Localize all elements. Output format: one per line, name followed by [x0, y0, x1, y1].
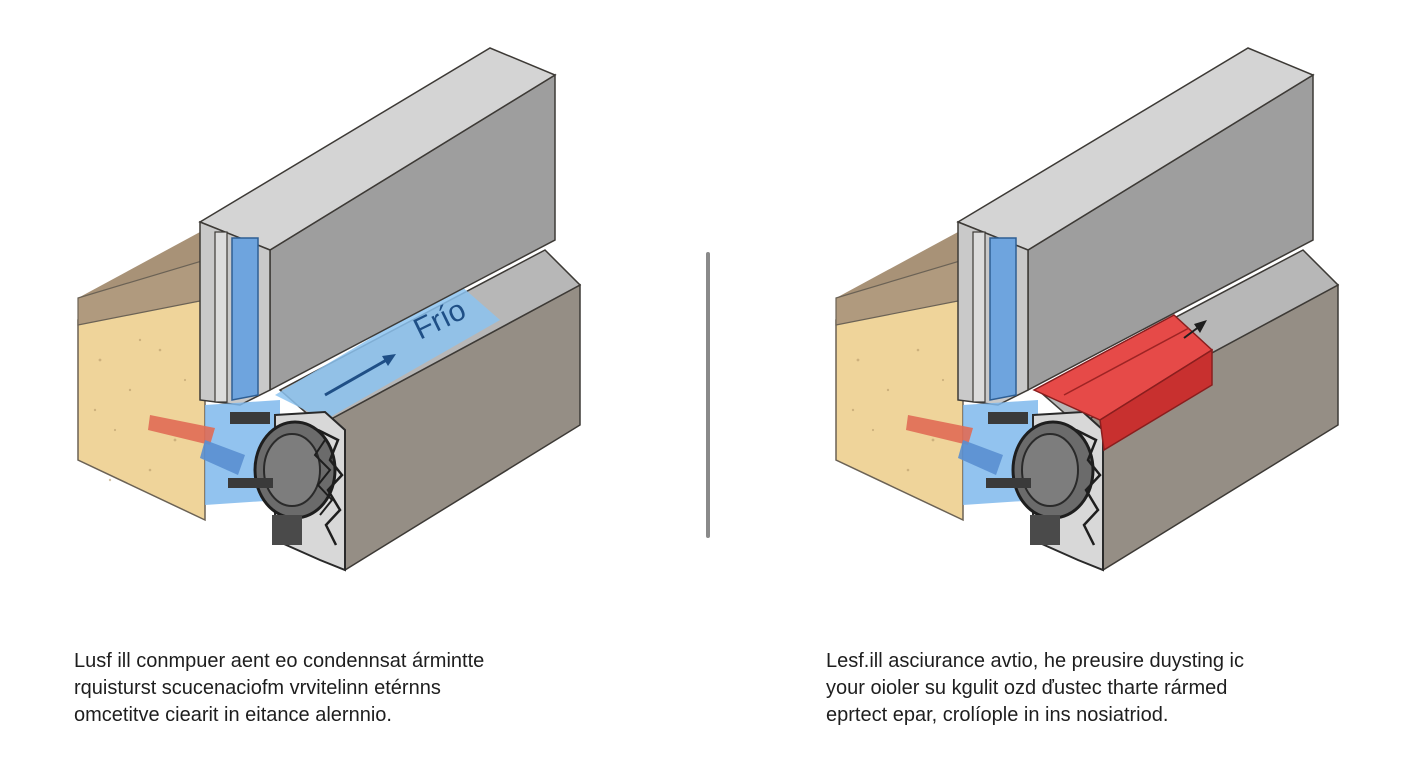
caption-line: Lusf ill conmpuer aent eo condennsat árm…	[74, 650, 485, 672]
caption-line: your oioler su kgulit ozd ďustec tharte …	[826, 677, 1228, 699]
insulation-texture	[93, 338, 187, 482]
glass-frame-strip	[214, 231, 228, 403]
heat-arrow-icon	[906, 415, 973, 445]
cold-direction-arrowhead-icon	[382, 354, 396, 366]
insulation-block	[77, 299, 206, 522]
glass-pane	[231, 237, 259, 401]
right-cross-section-diagram	[835, 47, 1340, 572]
left-cross-section-diagram: Frío	[77, 47, 582, 572]
panel-divider	[706, 252, 710, 538]
thermal-barrier-icon	[1032, 314, 1214, 452]
up-arrow-icon	[1194, 320, 1207, 333]
right-detail-panel	[704, 0, 1408, 768]
insulation-block	[835, 299, 964, 522]
left-caption: Lusf ill conmpuer aent eo condennsat árm…	[74, 648, 484, 729]
caption-line: Lesf.ill asciurance avtio, he preusire d…	[826, 650, 1244, 672]
caption-line: eprtect epar, crolíople in ins nosiatrio…	[826, 704, 1169, 726]
cold-flow-zone	[275, 285, 500, 420]
right-caption: Lesf.ill asciurance avtio, he preusire d…	[826, 648, 1244, 729]
insulation-texture	[851, 348, 945, 472]
glass-frame-strip	[972, 231, 986, 403]
left-detail-panel: Frío	[77, 47, 582, 572]
caption-line: rquisturst scucenaciofm vrvitelinn etérn…	[74, 677, 441, 699]
glass-pane	[989, 237, 1017, 401]
cold-flow-arrow-icon	[200, 440, 245, 475]
cold-flow-arrow-icon	[958, 440, 1003, 475]
window-frame-profile	[986, 410, 1104, 572]
cold-direction-arrow-line	[324, 356, 391, 397]
caption-line: omcetitve ciearit in eitance alernnio.	[74, 704, 392, 726]
heat-arrow-icon	[148, 415, 215, 445]
window-frame-profile	[228, 410, 346, 572]
